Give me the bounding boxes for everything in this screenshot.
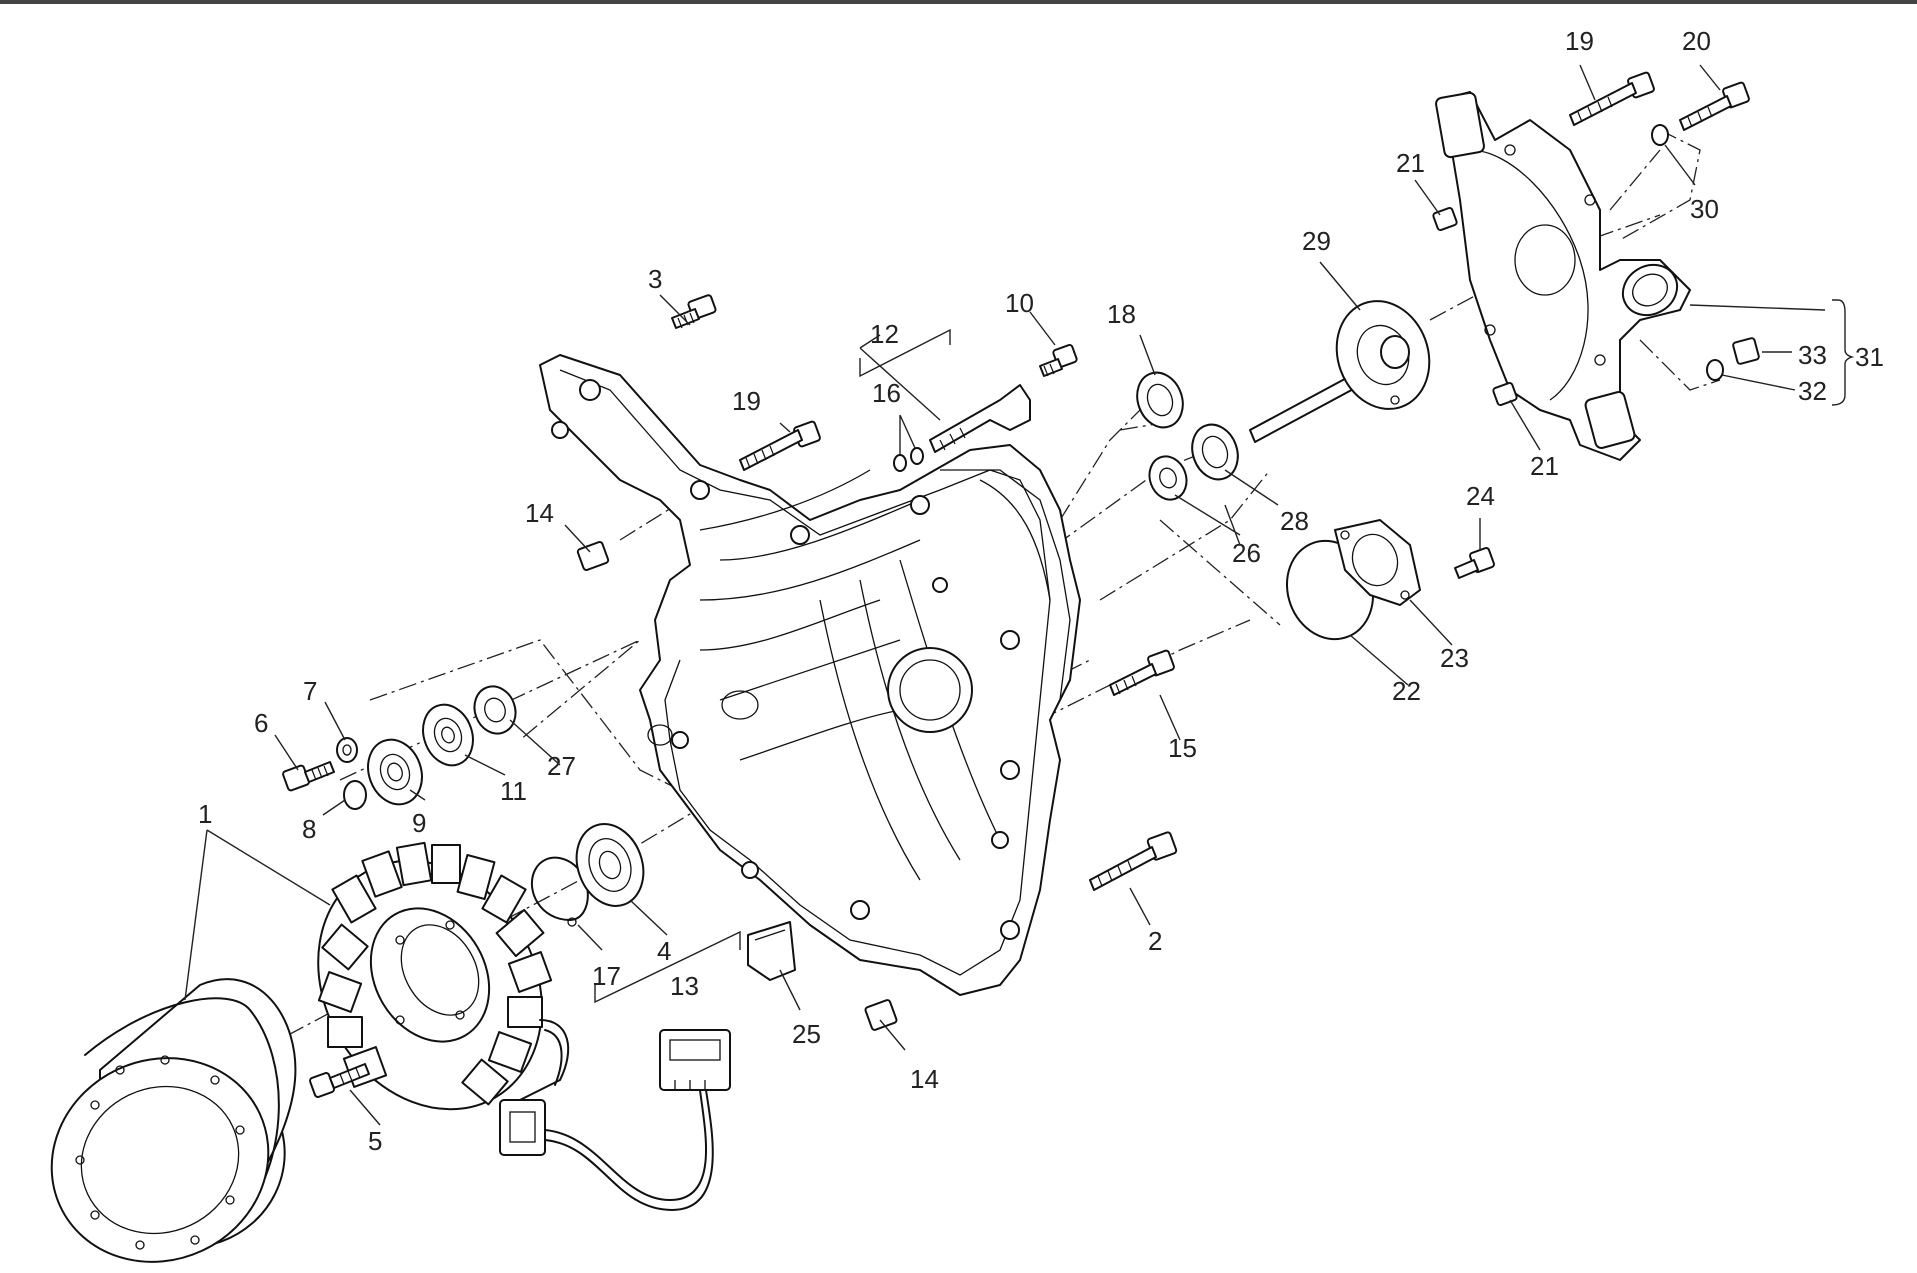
- bearing-4: [575, 823, 645, 907]
- pin-14-bottom: [864, 999, 898, 1031]
- washer-7: [336, 737, 358, 763]
- bolt-2: [1089, 831, 1178, 891]
- callout-2: 2: [1148, 926, 1162, 956]
- callout-32: 32: [1798, 376, 1827, 406]
- bolt-19-right: [1569, 71, 1655, 126]
- callout-21-top: 21: [1396, 148, 1425, 178]
- callout-25: 25: [792, 1019, 821, 1049]
- callout-4: 4: [657, 936, 671, 966]
- callout-13: 13: [670, 971, 699, 1001]
- plug-33: [1732, 337, 1760, 365]
- callout-30: 30: [1690, 194, 1719, 224]
- fitting-12: [929, 384, 1031, 453]
- engine-cover: [539, 354, 1081, 996]
- callout-29: 29: [1302, 226, 1331, 256]
- callout-1: 1: [198, 799, 212, 829]
- bolt-15: [1109, 649, 1175, 696]
- bolt-3: [671, 294, 717, 329]
- callout-3: 3: [648, 264, 662, 294]
- callout-26: 26: [1232, 538, 1261, 568]
- callout-6: 6: [254, 708, 268, 738]
- washer-32: [1706, 359, 1724, 381]
- bolt-10: [1039, 343, 1078, 377]
- callout-21-bottom: 21: [1530, 451, 1559, 481]
- brackets: [594, 299, 1855, 1004]
- water-pump-housing: [1435, 91, 1691, 461]
- circlip-17: [530, 856, 589, 927]
- washer-30: [1651, 124, 1669, 146]
- bearing-9: [367, 738, 423, 806]
- callout-14-left: 14: [525, 498, 554, 528]
- callout-28: 28: [1280, 506, 1309, 536]
- callout-12: 12: [870, 319, 899, 349]
- cover-23: [1334, 519, 1421, 606]
- bearing-11: [422, 703, 474, 767]
- callout-19-right: 19: [1565, 26, 1594, 56]
- flywheel-rotor: [50, 978, 297, 1263]
- washer-26: [1148, 455, 1188, 501]
- callout-33: 33: [1798, 340, 1827, 370]
- callout-31: 31: [1855, 342, 1884, 372]
- callout-5: 5: [368, 1126, 382, 1156]
- callout-17: 17: [592, 961, 621, 991]
- top-border-rule: [0, 0, 1917, 4]
- callout-8: 8: [302, 814, 316, 844]
- leader-lines: [184, 64, 1826, 1126]
- callout-24: 24: [1466, 481, 1495, 511]
- stator-poles: [317, 841, 553, 1106]
- callout-23: 23: [1440, 643, 1469, 673]
- callout-20: 20: [1682, 26, 1711, 56]
- washers-16: [893, 447, 924, 472]
- callout-14-bottom: 14: [910, 1064, 939, 1094]
- washer-27: [473, 685, 517, 735]
- flywheel-bolt-holes: [75, 1055, 245, 1250]
- stator: [317, 841, 570, 1111]
- callout-22: 22: [1392, 676, 1421, 706]
- impeller-shaft-29: [1249, 300, 1431, 443]
- bolt-19-left: [739, 420, 821, 471]
- callout-27: 27: [547, 751, 576, 781]
- callout-10: 10: [1005, 288, 1034, 318]
- callout-11: 11: [500, 776, 527, 806]
- callout-labels: 1 2 3 4 5 6 7 8 9 10 11 12 13 14 14 15 1…: [198, 26, 1884, 1156]
- bolt-20: [1679, 81, 1750, 131]
- seal-18: [1136, 371, 1184, 429]
- circlip-8: [343, 780, 367, 810]
- pin-14-left: [576, 541, 610, 571]
- callout-7: 7: [303, 676, 317, 706]
- callout-15: 15: [1168, 733, 1197, 763]
- callout-19-left: 19: [732, 386, 761, 416]
- callout-18: 18: [1107, 299, 1136, 329]
- bolt-5: [309, 1063, 370, 1098]
- callout-16: 16: [872, 378, 901, 408]
- seal-28: [1191, 423, 1239, 481]
- wiring-harness: [499, 1029, 731, 1211]
- bolt-24: [1454, 547, 1495, 579]
- callout-9: 9: [412, 808, 426, 838]
- bolt-6: [282, 761, 335, 792]
- clip-25: [747, 921, 796, 981]
